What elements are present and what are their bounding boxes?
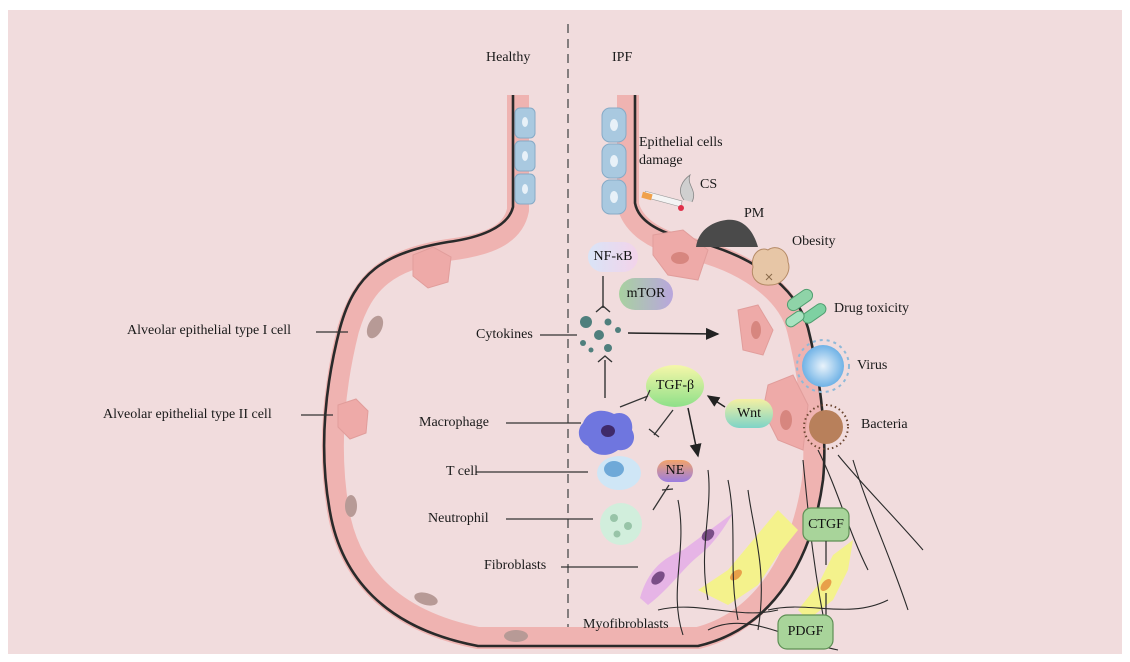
nfkb-label: NF-κB [588,249,638,265]
tgfb-label: TGF-β [646,378,704,394]
type2-cell-label: Alveolar epithelial type II cell [103,407,272,423]
type1-cell-label: Alveolar epithelial type I cell [127,323,291,339]
pm-label: PM [744,206,764,222]
wnt-label: Wnt [725,406,773,422]
healthy-title: Healthy [486,50,530,66]
drug-toxicity-label: Drug toxicity [834,301,909,317]
pm-particles-icon [696,220,758,247]
cytokine-particles [580,316,621,353]
mtor-label: mTOR [619,286,673,302]
ne-label: NE [657,463,693,479]
virus-label: Virus [857,358,887,374]
epithelial-damage-label-2: damage [639,153,683,169]
diagram-canvas: Healthy IPF Alveolar epithelial type I c… [8,10,1122,654]
obesity-icon [752,248,789,285]
epithelial-damage-label-1: Epithelial cells [639,135,723,151]
cytokines-label: Cytokines [476,327,533,343]
ipf-title: IPF [612,50,632,66]
bacteria-label: Bacteria [861,417,908,433]
ctgf-label: CTGF [803,517,849,533]
cigarette-icon [641,175,693,211]
neutrophil-label: Neutrophil [428,511,489,527]
t-cell-label: T cell [446,464,478,480]
pdgf-label: PDGF [778,624,833,640]
myofibroblasts-label: Myofibroblasts [583,617,669,633]
cs-label: CS [700,177,717,193]
obesity-label: Obesity [792,234,836,250]
macrophage-label: Macrophage [419,415,489,431]
fibroblasts-label: Fibroblasts [484,558,546,574]
neutrophil-icon [600,503,642,545]
